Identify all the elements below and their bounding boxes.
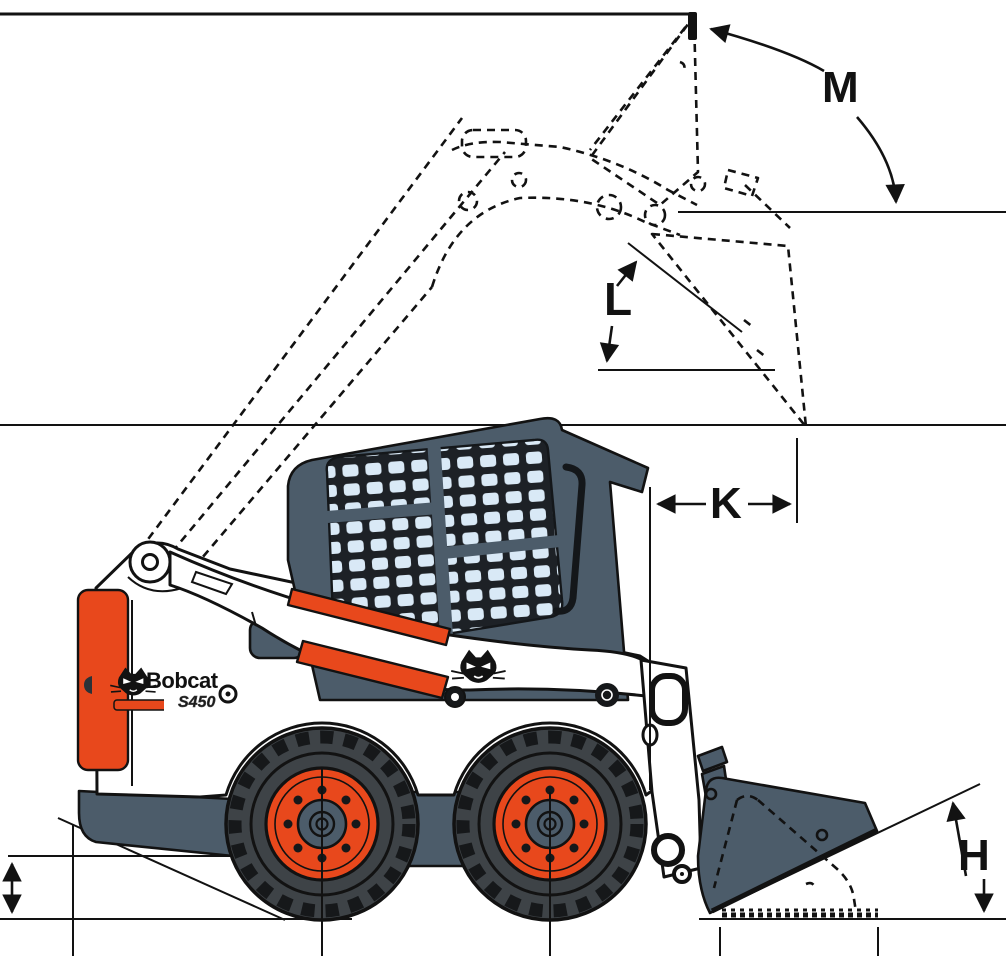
dimension-m xyxy=(709,24,905,204)
brand-badge-art xyxy=(109,666,164,711)
bucket-raised-dashed xyxy=(588,12,700,207)
bucket-top-bracket xyxy=(688,12,697,40)
dimension-l xyxy=(599,260,638,363)
bucket-plate-upper xyxy=(696,745,729,773)
dimension-label-k: K xyxy=(710,479,742,528)
bucket xyxy=(696,745,981,918)
brand-name: Bobcat xyxy=(146,668,218,693)
window-mullion-vertical xyxy=(427,445,454,645)
raised-arm-dashed xyxy=(138,117,791,579)
tilt-cylinder xyxy=(286,587,452,647)
bobcat-head-icon xyxy=(109,666,158,697)
measurement-ticks xyxy=(321,768,879,956)
window-mullion-right xyxy=(442,535,561,559)
lift-cylinder xyxy=(295,639,450,700)
badge-underline xyxy=(113,699,164,711)
window-mullion-left xyxy=(326,502,439,523)
bucket-ground-dashed xyxy=(712,794,878,918)
bucket-dump-dashed xyxy=(627,232,808,429)
pivot-ring xyxy=(651,833,685,867)
brand-badge: Bobcat S450 xyxy=(142,668,302,718)
dimension-label-l: L xyxy=(604,273,633,325)
brand-model: S450 xyxy=(178,694,216,712)
grab-handle xyxy=(649,673,688,726)
cutting-edge xyxy=(710,827,879,914)
dimension-label-m: M xyxy=(822,63,859,112)
arm-pin-mid xyxy=(595,683,619,707)
cab-handle xyxy=(552,463,586,615)
dimension-h xyxy=(699,801,1006,920)
tailgate-latch xyxy=(84,676,92,694)
bucket-shell xyxy=(696,776,879,915)
dump-cutting-edge-line xyxy=(627,242,743,333)
raised-link-dashed xyxy=(722,168,760,198)
dimension-label-h: H xyxy=(958,831,990,880)
raised-handle-dashed xyxy=(460,128,528,159)
dimension-k xyxy=(649,438,798,790)
